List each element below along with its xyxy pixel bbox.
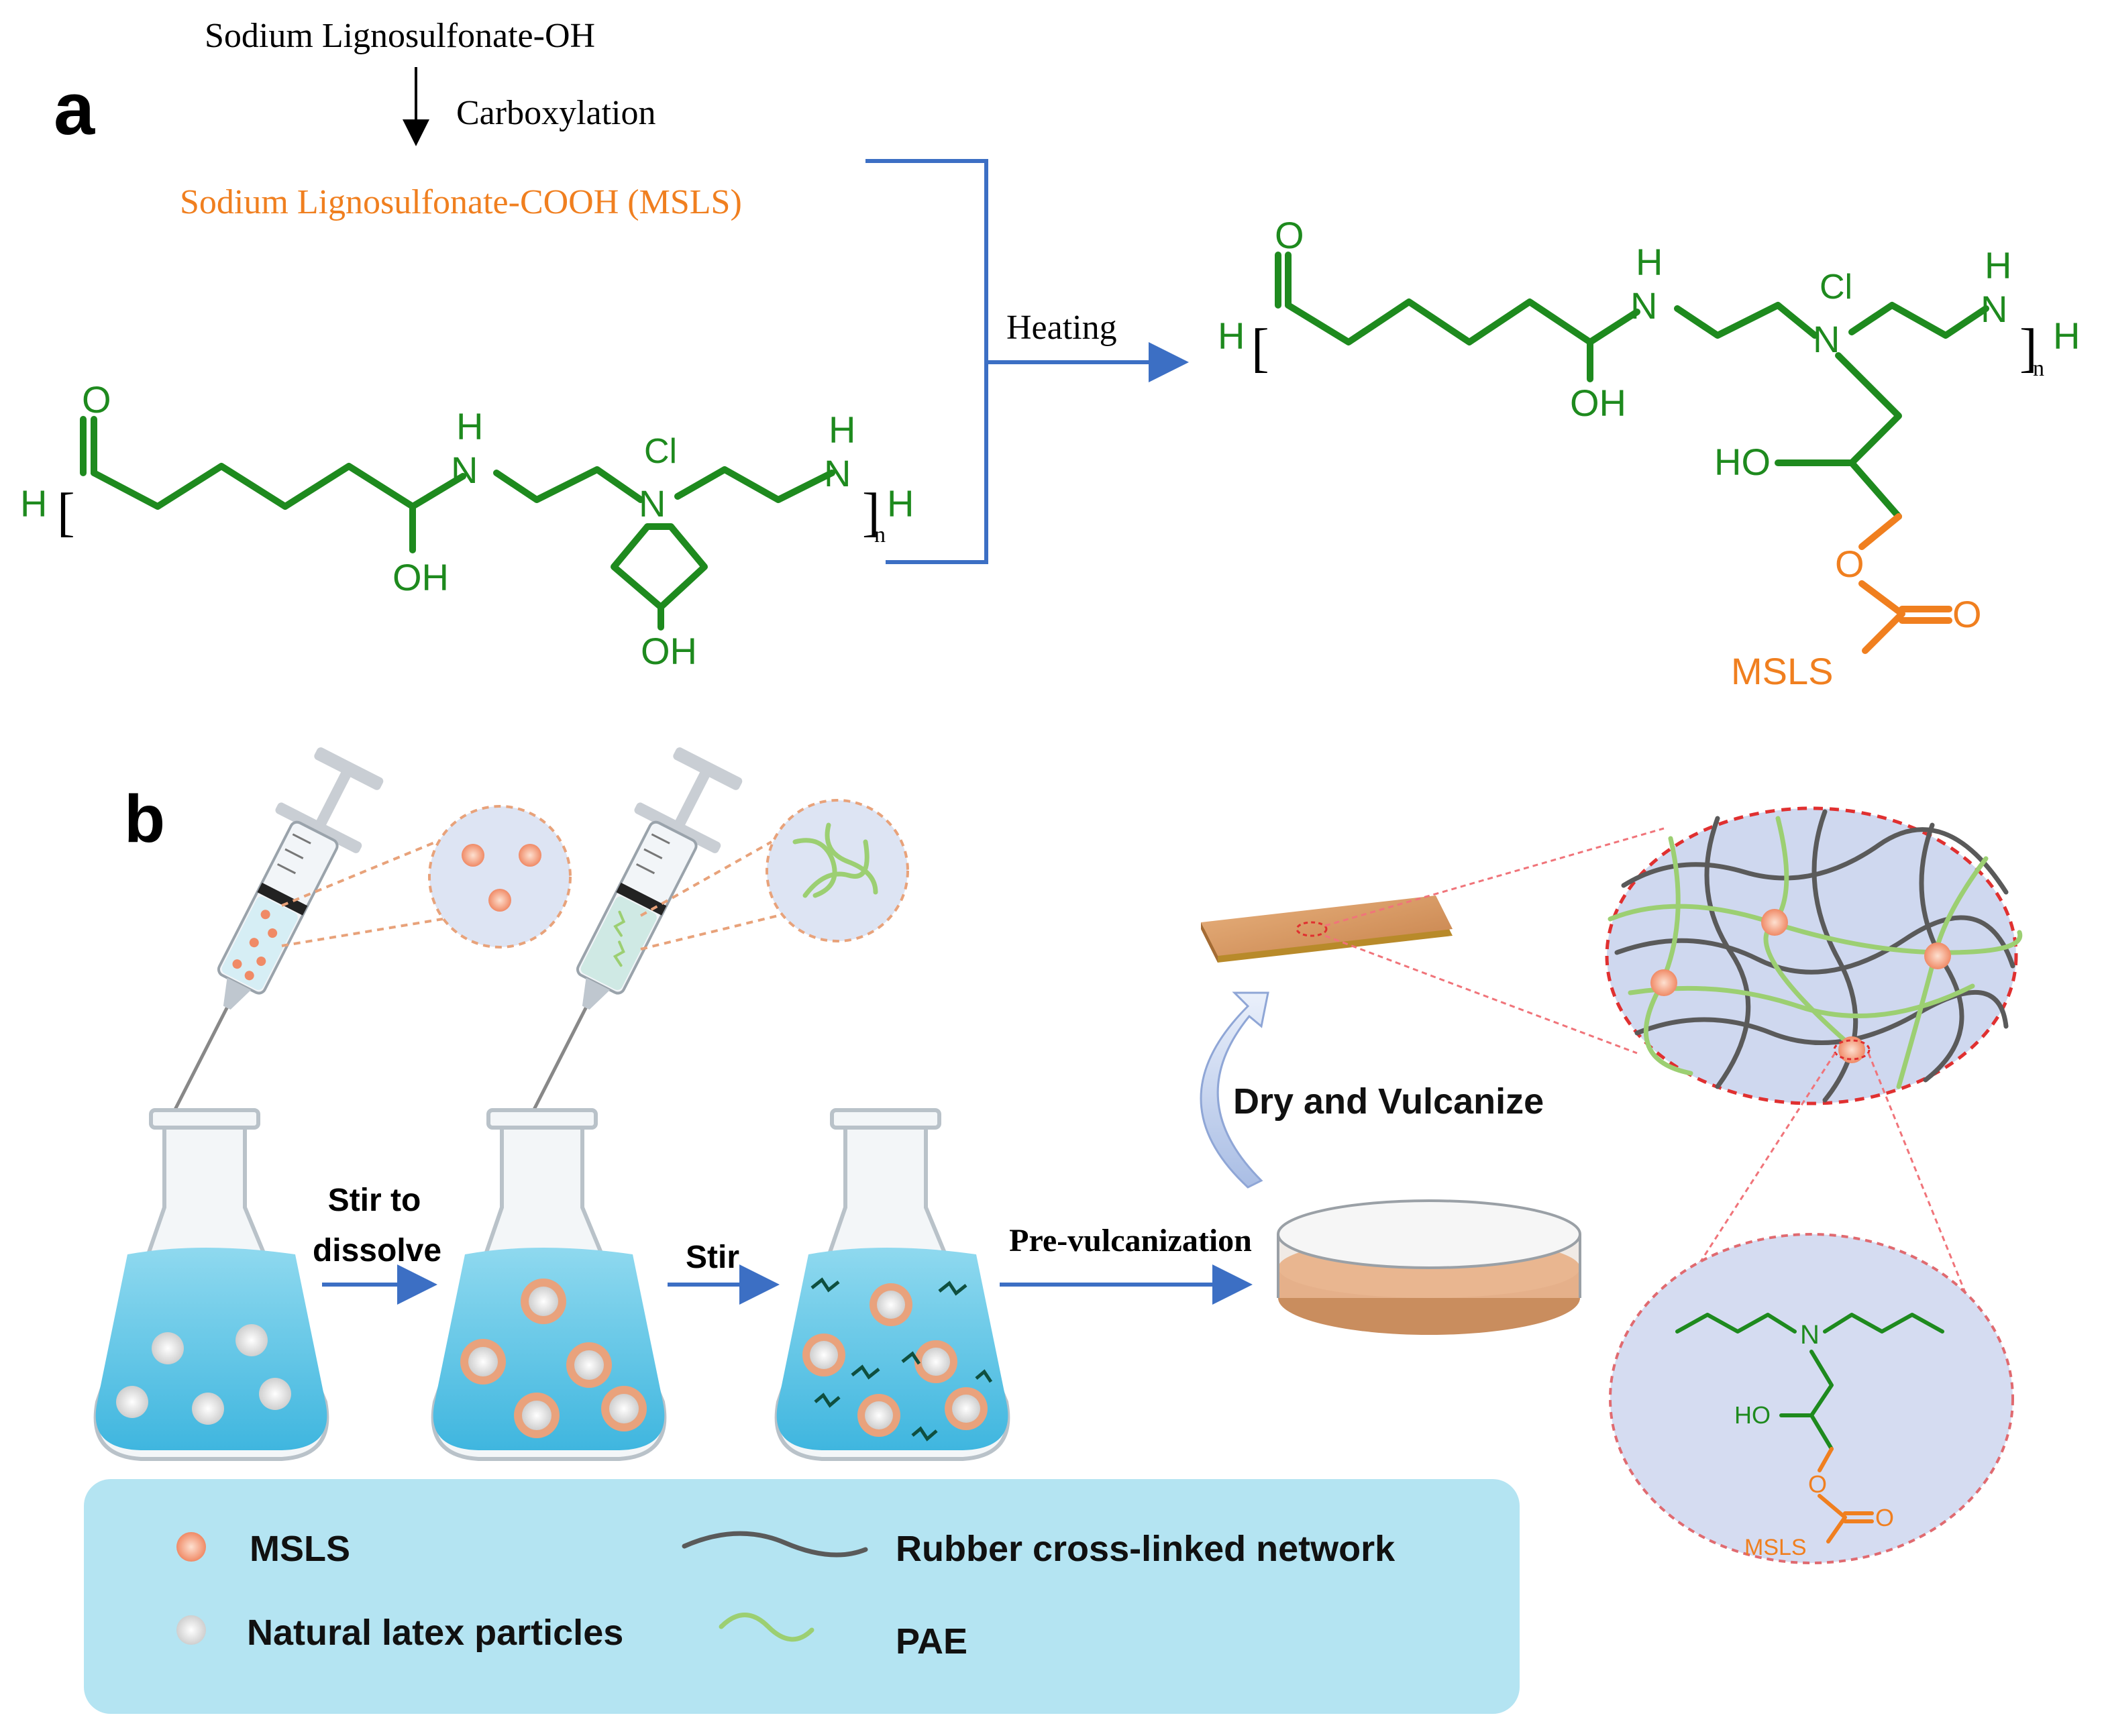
network-zoom — [1605, 806, 2023, 1105]
svg-text:O: O — [1952, 593, 1982, 635]
pae-chain — [792, 838, 837, 898]
legend-pae-label: PAE — [896, 1621, 967, 1662]
zoom-guide-red — [1324, 827, 1665, 927]
svg-text:O: O — [1875, 1504, 1894, 1531]
legend-pae-swatch — [719, 1613, 814, 1642]
svg-text:H: H — [2053, 315, 2080, 357]
svg-text:n: n — [874, 523, 886, 547]
svg-text:H: H — [1218, 315, 1245, 357]
svg-text:[: [ — [57, 483, 75, 542]
svg-text:N: N — [1630, 284, 1657, 327]
flask-latex-msls-pae — [774, 1108, 1010, 1461]
reaction-bracket — [865, 159, 1189, 564]
svg-text:]: ] — [862, 483, 880, 542]
msls-pae-structure: H [ O OH N H N Cl N H ] n H HO O O MSLS — [1218, 214, 2080, 692]
prevulcanization-label: Pre-vulcanization — [1009, 1223, 1252, 1258]
stir-dissolve-label: Stir to — [328, 1183, 421, 1218]
msls-particle — [488, 889, 511, 912]
carboxylation-label: Carboxylation — [456, 94, 656, 132]
legend-latex-swatch — [176, 1615, 206, 1645]
chemistry-inset: N HO O O MSLS — [1609, 1233, 2014, 1564]
svg-text:H: H — [1636, 241, 1663, 283]
pae-zoom-circle — [766, 799, 909, 942]
arrow-dry-vulcanize — [1200, 991, 1269, 1189]
svg-text:O: O — [1808, 1470, 1827, 1498]
svg-text:Cl: Cl — [1820, 268, 1852, 307]
zoom-guide — [640, 914, 779, 951]
msls-particle — [462, 844, 484, 867]
zoom-guide — [640, 840, 772, 917]
heating-label: Heating — [1006, 309, 1117, 347]
zoom-guide — [281, 840, 437, 907]
svg-text:HO: HO — [1734, 1401, 1771, 1429]
syringe-msls — [167, 747, 384, 1122]
stir-label: Stir — [686, 1240, 739, 1275]
svg-text:MSLS: MSLS — [1744, 1535, 1807, 1560]
start-material: Sodium Lignosulfonate-OH — [205, 17, 595, 55]
petri-dish — [1277, 1199, 1581, 1335]
svg-text:H: H — [829, 409, 855, 451]
svg-text:N: N — [1800, 1320, 1820, 1350]
svg-text:H: H — [1985, 244, 2011, 286]
svg-text:O: O — [82, 378, 111, 421]
svg-text:]: ] — [2019, 319, 2038, 378]
svg-text:O: O — [1835, 543, 1864, 585]
zoom-guide-red — [1324, 934, 1638, 1054]
rubber-film — [1201, 896, 1453, 963]
svg-text:H: H — [20, 482, 47, 525]
dry-vulcanize-label: Dry and Vulcanize — [1233, 1081, 1544, 1122]
pae-chain — [825, 822, 878, 895]
panel-a-label: a — [54, 68, 95, 150]
svg-text:N: N — [824, 452, 851, 494]
legend-latex-label: Natural latex particles — [247, 1613, 623, 1653]
svg-text:n: n — [2033, 356, 2044, 381]
svg-text:Cl: Cl — [644, 432, 677, 471]
svg-text:OH: OH — [1570, 382, 1626, 424]
zoom-guide-red — [1609, 1052, 1836, 1403]
flask-latex — [93, 1108, 329, 1461]
svg-text:H: H — [887, 482, 914, 525]
svg-text:O: O — [1275, 214, 1304, 256]
svg-text:HO: HO — [1714, 441, 1771, 483]
pae-structure: H [ O OH N H N Cl N H ] n H OH — [20, 378, 914, 672]
msls-product: Sodium Lignosulfonate-COOH (MSLS) — [180, 183, 742, 221]
svg-text:MSLS: MSLS — [1731, 650, 1834, 692]
legend-msls-swatch — [176, 1532, 206, 1562]
legend: MSLS Natural latex particles Rubber cros… — [84, 1479, 1520, 1714]
svg-text:N: N — [1981, 288, 2007, 330]
svg-text:H: H — [456, 405, 483, 447]
legend-rubber-label: Rubber cross-linked network — [896, 1529, 1396, 1569]
svg-text:N: N — [451, 449, 478, 491]
msls-particle — [519, 844, 541, 867]
svg-text:[: [ — [1251, 319, 1269, 378]
zoom-guide — [281, 918, 443, 947]
pae-chain — [802, 839, 870, 898]
svg-text:N: N — [1813, 318, 1840, 360]
msls-zoom-circle — [428, 805, 572, 948]
syringe-pae — [526, 747, 743, 1122]
legend-rubber-swatch — [682, 1531, 868, 1558]
svg-text:OH: OH — [392, 556, 449, 598]
legend-msls-label: MSLS — [250, 1529, 350, 1569]
svg-text:N: N — [639, 482, 666, 525]
flask-latex-msls — [431, 1108, 667, 1461]
panel-b-label: b — [124, 781, 165, 857]
svg-text:OH: OH — [641, 630, 697, 672]
stir-dissolve-label: dissolve — [313, 1233, 441, 1268]
